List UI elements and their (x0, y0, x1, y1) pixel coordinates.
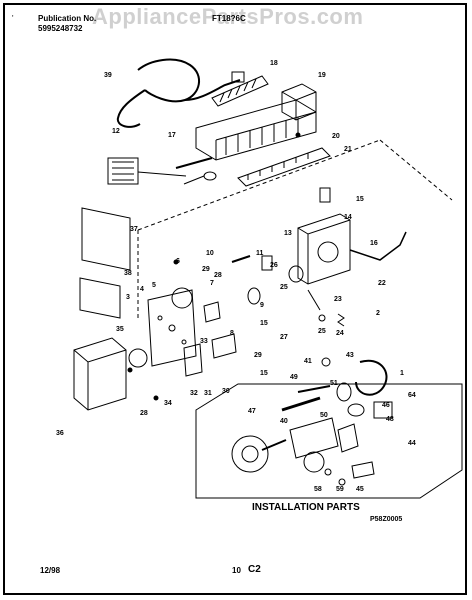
callout-9: 9 (260, 302, 264, 309)
publication-number: 5995248732 (38, 24, 83, 33)
installation-parts-box (195, 357, 463, 499)
callout-7: 7 (210, 280, 214, 287)
callout-29a: 29 (202, 266, 210, 273)
callout-5: 5 (152, 282, 156, 289)
callout-45: 45 (356, 486, 364, 493)
installation-parts-label: INSTALLATION PARTS (252, 502, 360, 513)
callout-41: 41 (304, 358, 312, 365)
callout-32: 32 (190, 390, 198, 397)
callout-37: 37 (130, 226, 138, 233)
publication-label: Publication No. (38, 14, 97, 23)
wire-connector-part (107, 157, 187, 185)
screw-part (295, 132, 301, 138)
callout-34: 34 (164, 400, 172, 407)
model-number: FT18?6C (212, 14, 246, 23)
ice-mold-part (175, 99, 317, 185)
callout-46: 46 (382, 402, 390, 409)
callout-38: 38 (124, 270, 132, 277)
callout-11: 11 (256, 250, 264, 257)
shield-panels (79, 207, 131, 319)
callout-24: 24 (336, 330, 344, 337)
callout-36: 36 (56, 430, 64, 437)
bearing-part (319, 187, 331, 203)
callout-48: 48 (386, 416, 394, 423)
publication-block: Publication No. 5995248732 (38, 14, 96, 34)
ejector-blade-part (211, 75, 269, 107)
mounting-plate-part (128, 287, 197, 368)
page-border (3, 3, 467, 595)
callout-3: 3 (126, 294, 130, 301)
callout-1: 1 (400, 370, 404, 377)
corner-mark: ' (12, 14, 14, 23)
callout-29b: 29 (254, 352, 262, 359)
callout-43: 43 (346, 352, 354, 359)
small-fittings (127, 255, 345, 401)
callout-8: 8 (230, 330, 234, 337)
callout-2: 2 (376, 310, 380, 317)
callout-14: 14 (344, 214, 352, 221)
callout-23: 23 (334, 296, 342, 303)
callout-19: 19 (318, 72, 326, 79)
wire-harness-part (116, 58, 245, 128)
callout-25a: 25 (280, 284, 288, 291)
callout-44: 44 (408, 440, 416, 447)
callout-15c: 15 (260, 370, 268, 377)
mold-cover-part (237, 147, 331, 187)
callout-18: 18 (270, 60, 278, 67)
watermark: AppliancePartsPros.com (92, 4, 364, 29)
callout-21: 21 (344, 146, 352, 153)
callout-13: 13 (284, 230, 292, 237)
callout-15b: 15 (260, 320, 268, 327)
callout-27: 27 (280, 334, 288, 341)
assembly-guide-line (137, 139, 453, 320)
callout-25b: 25 (318, 328, 326, 335)
callout-6: 6 (176, 258, 180, 265)
callout-33: 33 (200, 338, 208, 345)
callout-40: 40 (280, 418, 288, 425)
callout-49: 49 (290, 374, 298, 381)
callout-31: 31 (204, 390, 212, 397)
callout-64: 64 (408, 392, 416, 399)
callout-26: 26 (270, 262, 278, 269)
footer-section: C2 (248, 564, 261, 575)
footer-date: 12/98 (40, 566, 61, 575)
footer-page-number: 10 (232, 566, 241, 575)
callout-16: 16 (370, 240, 378, 247)
diagram-code: P58Z0005 (370, 516, 403, 523)
callout-28a: 28 (214, 272, 222, 279)
callout-17: 17 (168, 132, 176, 139)
callout-39: 39 (104, 72, 112, 79)
callout-35: 35 (116, 326, 124, 333)
callout-51: 51 (330, 380, 338, 387)
motor-module-part (73, 337, 127, 411)
callout-28b: 28 (140, 410, 148, 417)
callout-30: 30 (222, 388, 230, 395)
callout-15a: 15 (356, 196, 364, 203)
callout-12: 12 (112, 128, 120, 135)
callout-58: 58 (314, 486, 322, 493)
callout-10: 10 (206, 250, 214, 257)
control-housing-part (297, 213, 407, 285)
callout-50: 50 (320, 412, 328, 419)
callout-47: 47 (248, 408, 256, 415)
callout-20: 20 (332, 133, 340, 140)
callout-4: 4 (140, 286, 144, 293)
callout-22: 22 (378, 280, 386, 287)
callout-59: 59 (336, 486, 344, 493)
